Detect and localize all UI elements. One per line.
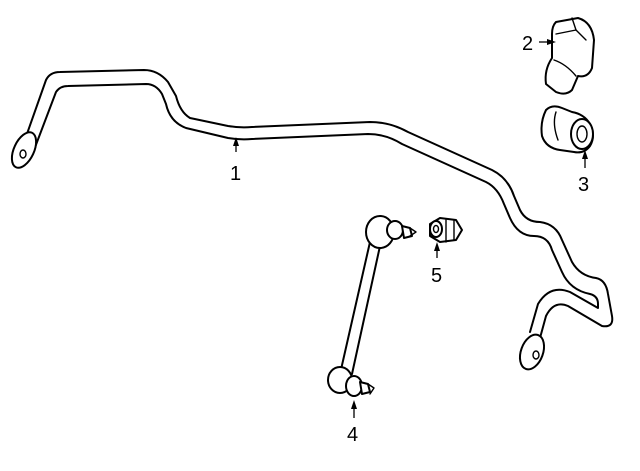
callout-leaders (233, 39, 588, 418)
stabilizer-link[interactable] (327, 215, 417, 397)
stabilizer-bushing[interactable] (540, 105, 594, 154)
callout-2-label: 2 (522, 33, 533, 55)
callout-1-label: 1 (230, 163, 241, 185)
link-nut[interactable] (429, 217, 463, 243)
callout-5-label: 5 (431, 265, 442, 287)
callout-3-label: 3 (578, 174, 589, 196)
callout-4-label: 4 (347, 424, 358, 446)
bushing-bracket[interactable] (544, 17, 595, 95)
stabilizer-bar[interactable] (7, 69, 614, 373)
